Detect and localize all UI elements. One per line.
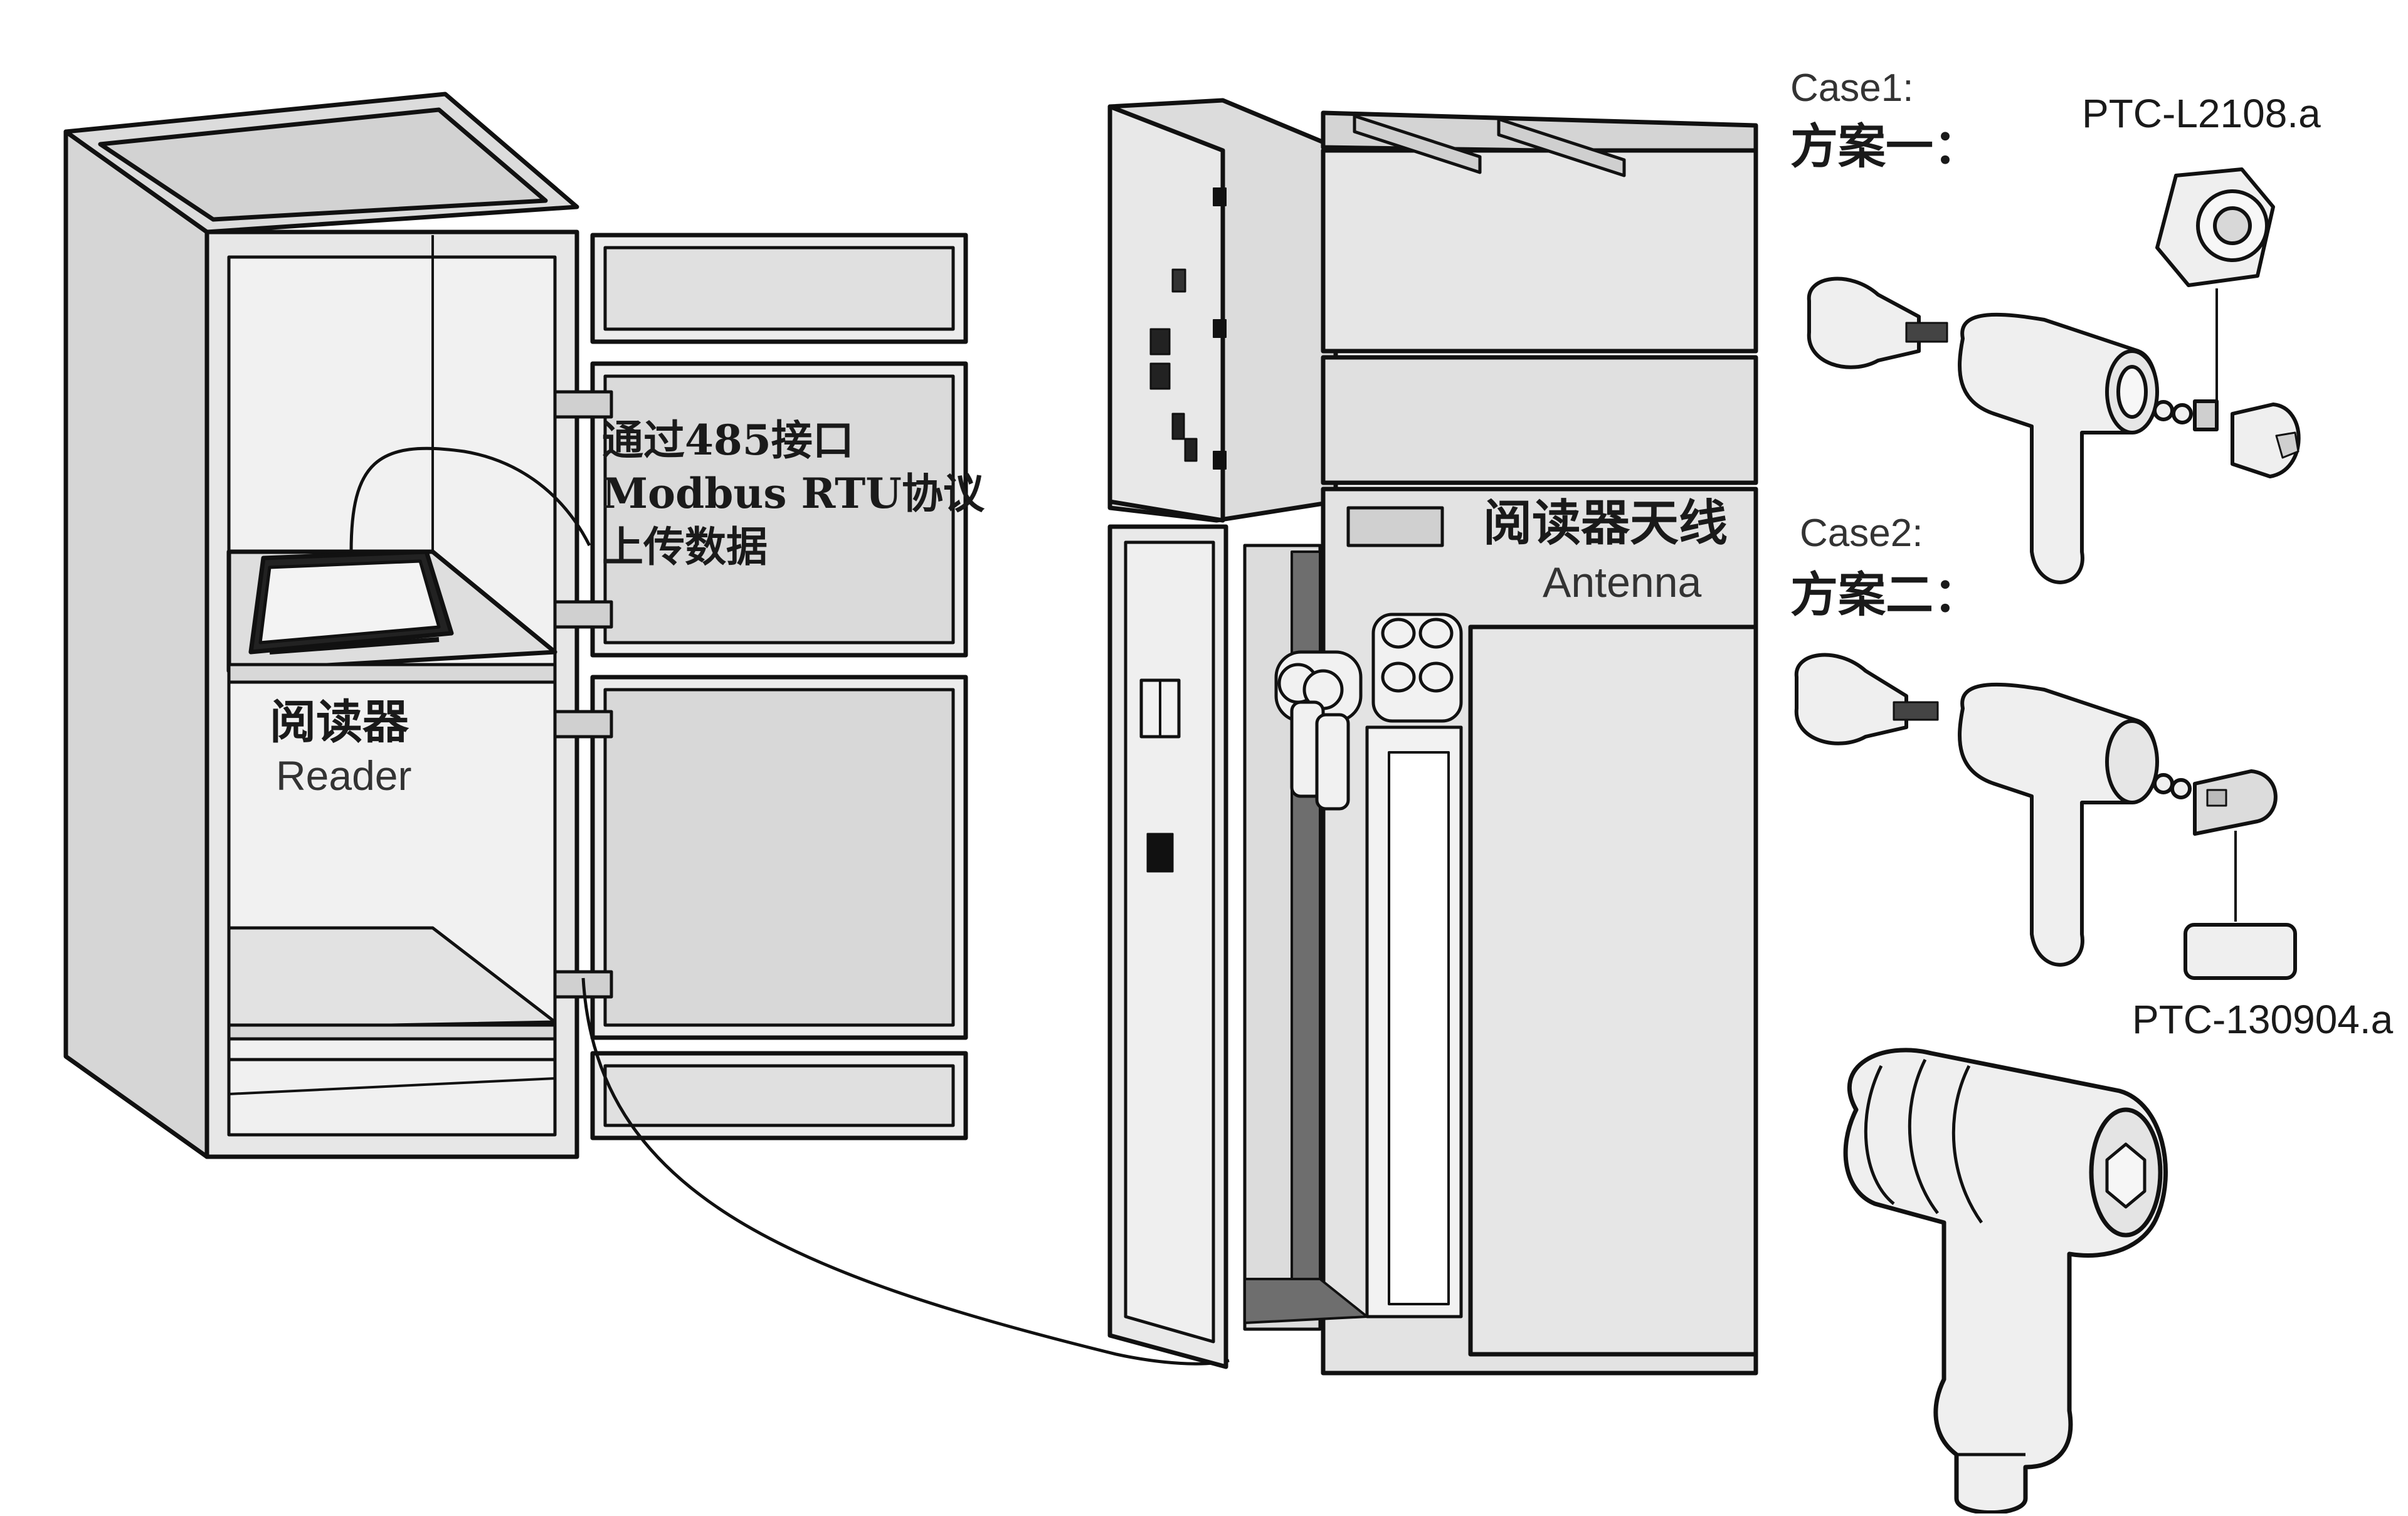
case1-label-cn: 方案一： [1790,118,1981,174]
reader-note-line1: 通过485接口 [602,416,854,465]
case2-part-number: PTC-130904.a [2132,997,2394,1042]
case1-label-en: Case1: [1790,66,1914,110]
connection-cable [581,977,1230,1366]
switchgear-cabinet [1107,98,1758,1376]
reader-note-line2: Modbus RTU协议 [602,469,985,518]
antenna-label-en: Antenna [1543,559,1702,606]
reader-note-line3: 上传数据 [602,522,768,571]
large-t-connector [1843,1048,2168,1515]
reader-cable [349,446,591,552]
reader-cabinet [63,92,579,1159]
reader-cabinet-door [553,233,968,1140]
reader-label-cn: 阅读器 [270,695,409,749]
reader-device [248,549,454,655]
reader-label-en: Reader [276,752,412,799]
case1-part-number: PTC-L2108.a [2082,91,2321,136]
case2-parts [1794,653,2297,980]
case2-label-cn: 方案二： [1790,567,1981,623]
case2-label-en: Case2: [1800,512,1923,555]
antenna-label-cn: 阅读器天线 [1483,495,1728,552]
case1-parts [1807,167,2301,584]
